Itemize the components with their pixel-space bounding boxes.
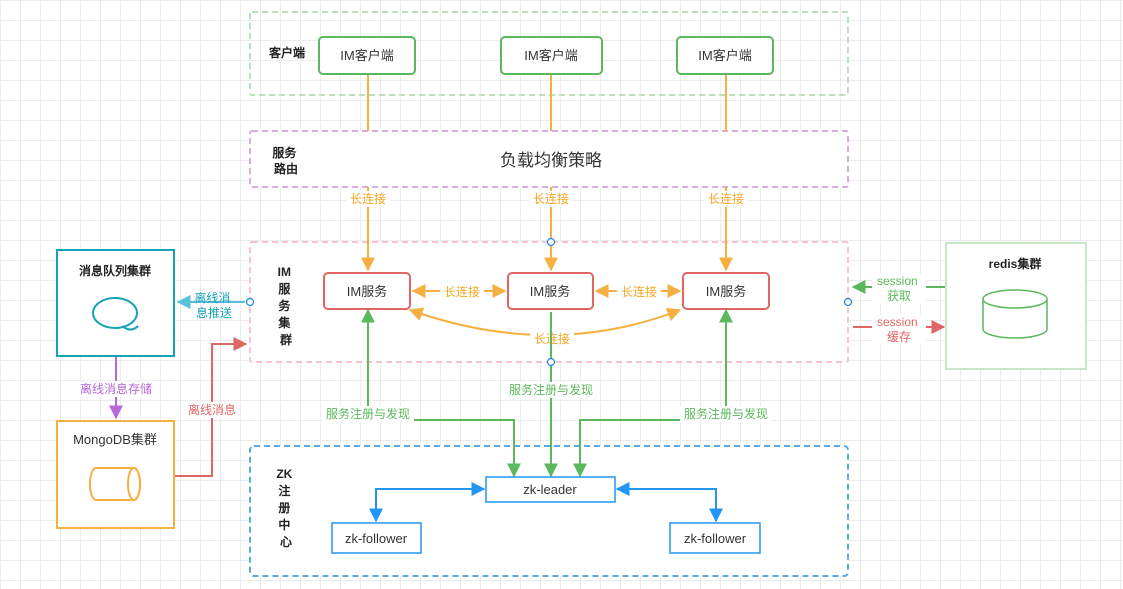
long-conn-im12-label: 长连接 (444, 284, 480, 299)
reg-label-bg-1 (322, 406, 414, 422)
zk-follower-node-2[interactable] (669, 522, 761, 554)
redis-cluster-title: redis集群 (989, 256, 1042, 271)
zk-follower-label-1: zk-follower (345, 531, 408, 546)
im-service-node-3[interactable] (682, 272, 770, 310)
im-service-label-2: IM服务 (530, 284, 570, 299)
im-client-label-1: IM客户端 (340, 48, 393, 63)
im-service-node-1[interactable] (323, 272, 411, 310)
offline-push-label: 离线消 息推送 (194, 290, 233, 320)
offline-msg-label: 离线消息 (188, 402, 236, 417)
zk-follower-node-1[interactable] (331, 522, 422, 554)
long-conn-im12-bg (440, 284, 484, 300)
long-conn-im23-label: 长连接 (621, 284, 657, 299)
zk-group (249, 445, 849, 577)
connection-dot-im-bottom (546, 357, 556, 367)
routing-strategy-text: 负载均衡策略 (500, 151, 602, 170)
session-get-label: session 获取 (877, 274, 921, 303)
im-client-node-1[interactable] (318, 36, 416, 75)
long-conn-label-bg-3 (704, 191, 748, 207)
long-conn-label-bg-2 (529, 191, 573, 207)
im-service-node-2[interactable] (507, 272, 594, 310)
im-service-label-3: IM服务 (706, 284, 746, 299)
routing-group (249, 130, 849, 188)
long-conn-label-3: 长连接 (708, 191, 744, 206)
zk-leader-to-follower2 (615, 482, 723, 523)
im-client-label-3: IM客户端 (698, 48, 751, 63)
reg-label-bg-2 (505, 382, 597, 398)
database-icon (89, 467, 141, 501)
zk-follower-label-2: zk-follower (684, 531, 747, 546)
mq-cluster-title: 消息队列集群 (79, 263, 151, 278)
reg-label-2: 服务注册与发现 (509, 382, 593, 397)
reg-path-3 (573, 308, 733, 478)
client-group-title: 客户端 (268, 45, 305, 60)
zk-leader-to-follower1 (369, 482, 486, 523)
im-service-label-1: IM服务 (347, 284, 387, 299)
mongo-cluster-title: MongoDB集群 (73, 432, 157, 447)
redis-database-icon (982, 289, 1048, 339)
reg-label-1: 服务注册与发现 (326, 406, 410, 421)
offline-store-label-bg (76, 381, 156, 397)
im-cluster-title: IM 服 务 集 群 (277, 265, 294, 347)
im-client-label-2: IM客户端 (524, 48, 577, 63)
session-cache-label-bg (872, 315, 926, 345)
zk-leader-label: zk-leader (523, 482, 577, 497)
offline-store-label: 离线消息存储 (80, 381, 152, 396)
session-cache-label: session 缓存 (877, 315, 921, 344)
zk-group-title: ZK 注 册 中 心 (276, 467, 295, 549)
long-conn-im23-bg (617, 284, 661, 300)
reg-label-bg-3 (680, 406, 772, 422)
reg-label-3: 服务注册与发现 (684, 406, 768, 421)
im-client-node-3[interactable] (676, 36, 774, 75)
long-conn-label-1: 长连接 (350, 191, 386, 206)
session-get-label-bg (872, 274, 926, 304)
queue-icon (92, 297, 139, 331)
mq-cluster-node[interactable] (56, 249, 175, 357)
zk-leader-node[interactable] (485, 476, 616, 503)
im-client-node-2[interactable] (500, 36, 603, 75)
long-conn-label-2: 长连接 (533, 191, 569, 206)
connection-dot-im-left (245, 297, 255, 307)
reg-path-1 (361, 308, 521, 478)
client-group (249, 11, 849, 96)
long-conn-label-bg-1 (346, 191, 390, 207)
connection-dot-routing (546, 237, 556, 247)
connection-dot-im-right (843, 297, 853, 307)
offline-msg-label-bg (185, 402, 239, 418)
routing-group-title: 服务 路由 (272, 145, 299, 176)
